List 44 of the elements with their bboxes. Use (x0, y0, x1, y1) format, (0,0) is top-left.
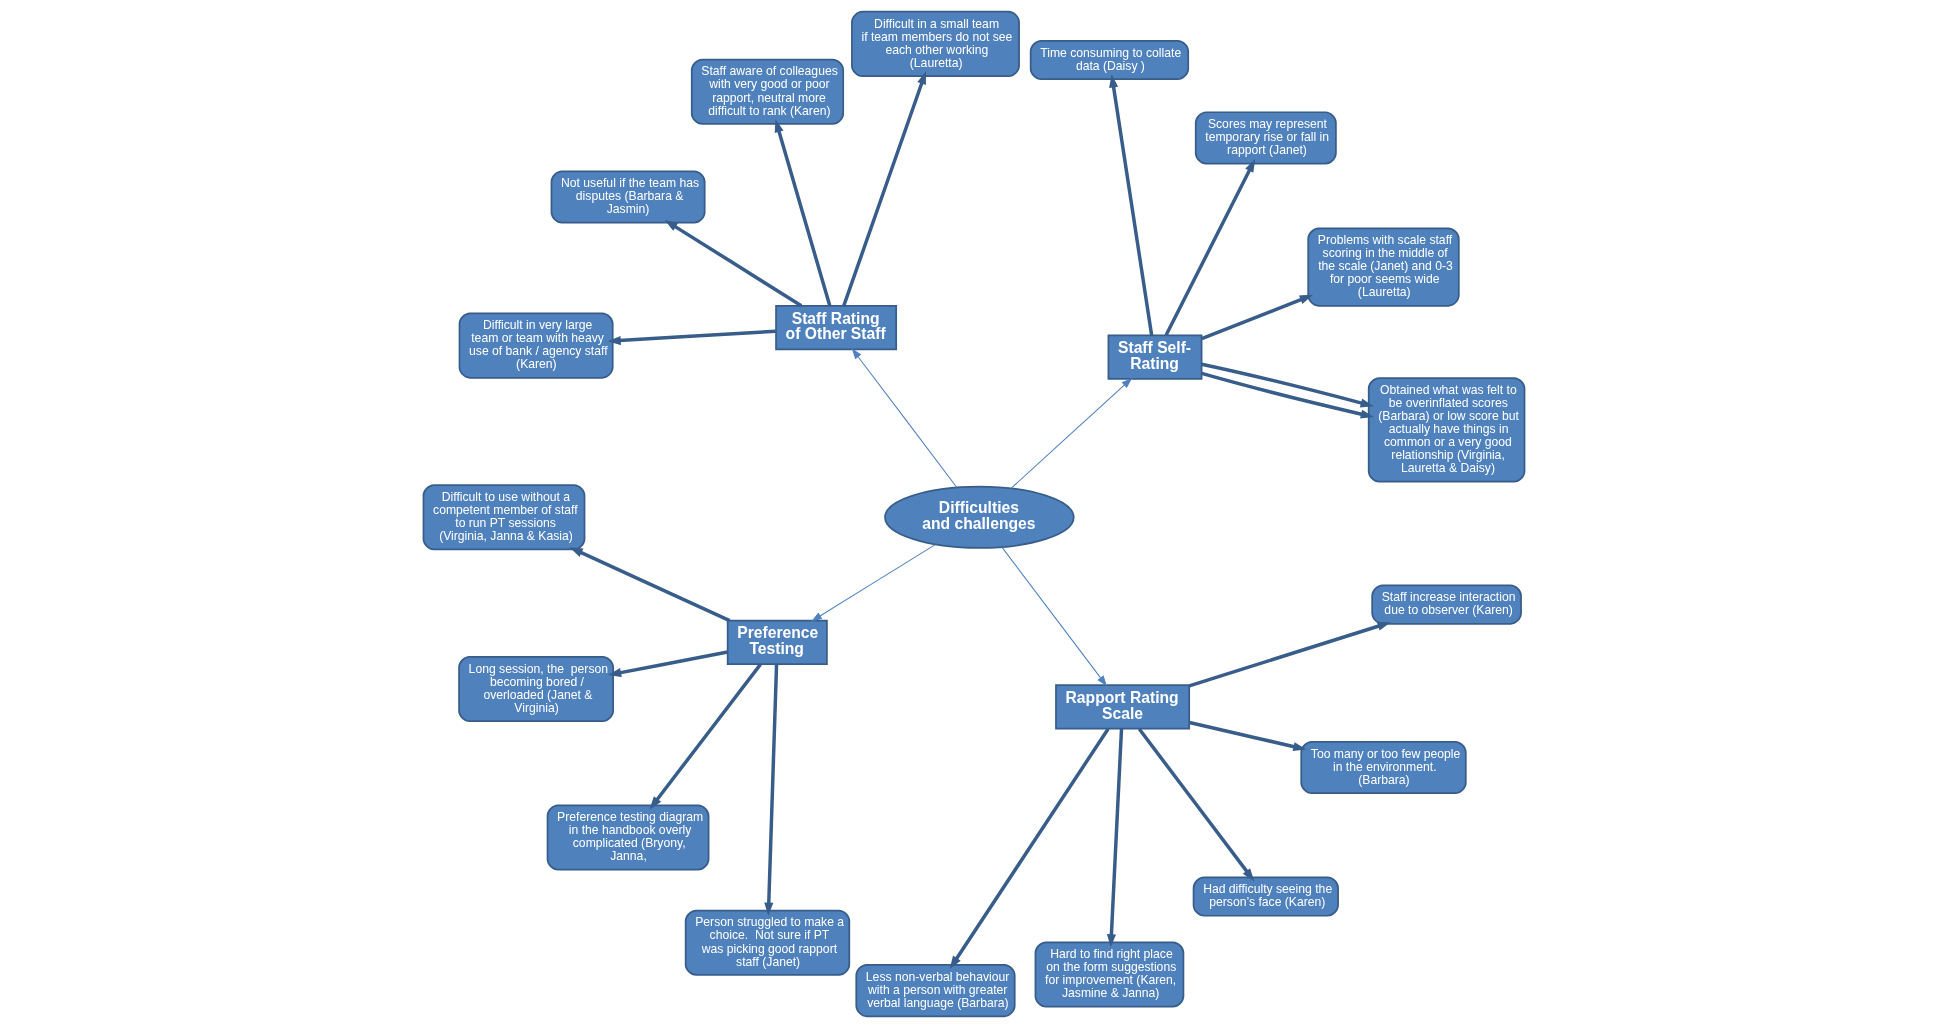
arrow (649, 663, 762, 810)
arrow (1188, 621, 1391, 688)
node-box: Preference Testing (726, 619, 828, 665)
arrow (1010, 377, 1133, 489)
node-box: Long session, the person becoming bored / overloaded (Janet & Virginia) (458, 655, 614, 723)
arrow (811, 544, 936, 622)
arrow (664, 219, 803, 308)
arrow (1137, 728, 1255, 882)
arrow (949, 727, 1110, 970)
node-box: Staff aware of colleagues with very good or poor rapport, neutral more difficult to rank (Karen) (690, 58, 845, 125)
arrow (1001, 546, 1107, 687)
node-box: Obtained what was felt to be overinflated scores (Barbara) or low score but actually have things in common or a very good relationship (Virginia, Lauretta & Daisy) (1367, 377, 1526, 483)
arrow (607, 329, 776, 346)
node-box: Scores may represent temporary rise or fall in rapport (Janet) (1194, 111, 1337, 165)
arrow (764, 664, 779, 916)
node-box: Person struggled to make a choice. Not sure if PT was picking good rapport staff (Janet) (684, 909, 851, 976)
node-box: Not useful if the team has disputes (Barbara & Jasmin) (550, 170, 706, 224)
arrow (1201, 294, 1313, 341)
arrow (1201, 371, 1374, 419)
arrow (1201, 362, 1374, 408)
node-box: Preference testing diagram in the handbook overly complicated (Bryony, Janna, (546, 804, 710, 871)
node-box: Difficult in very large team or team with heavy use of bank / agency staff (Karen) (458, 312, 614, 379)
node-box: Had difficulty seeing the person’s face (Karen) (1192, 876, 1339, 917)
node-box: Time consuming to collate data (Daisy ) (1029, 40, 1190, 81)
arrow (1189, 720, 1307, 752)
node-box: Problems with scale staff scoring in the middle of the scale (Janet) and 0-3 for poor seems wide (Lauretta) (1307, 227, 1460, 307)
node-box: Too many or too few people in the environment. (Barbara) (1300, 740, 1467, 795)
arrow (851, 348, 958, 488)
arrow (608, 650, 728, 678)
node-box: Rapport Rating Scale (1055, 684, 1191, 730)
node-box: Difficult to use without a competent member of staff to run PT sessions (Virginia, Janna & Kasia) (422, 484, 586, 551)
arrow (569, 547, 731, 623)
node-ellipse: Difficulties and challenges (884, 485, 1075, 549)
node-box: Staff Self-Rating (1107, 334, 1203, 380)
node-box: Difficult in a small team if team members do not see each other working (Lauretta) (851, 10, 1020, 78)
node-box: Staff Rating of Other Staff (775, 304, 898, 351)
arrow (1164, 159, 1256, 337)
arrow (774, 119, 832, 307)
node-box: Hard to find right place on the form suggestions for improvement (Karen, Jasmine & Janna) (1034, 941, 1185, 1008)
node-box: Staff increase interaction due to observer (Karen) (1371, 584, 1522, 625)
arrow (1109, 74, 1154, 336)
arrow (842, 71, 926, 307)
arrow (1106, 728, 1124, 948)
node-box: Less non-verbal behaviour with a person with greater verbal language (Barbara) (855, 964, 1016, 1018)
